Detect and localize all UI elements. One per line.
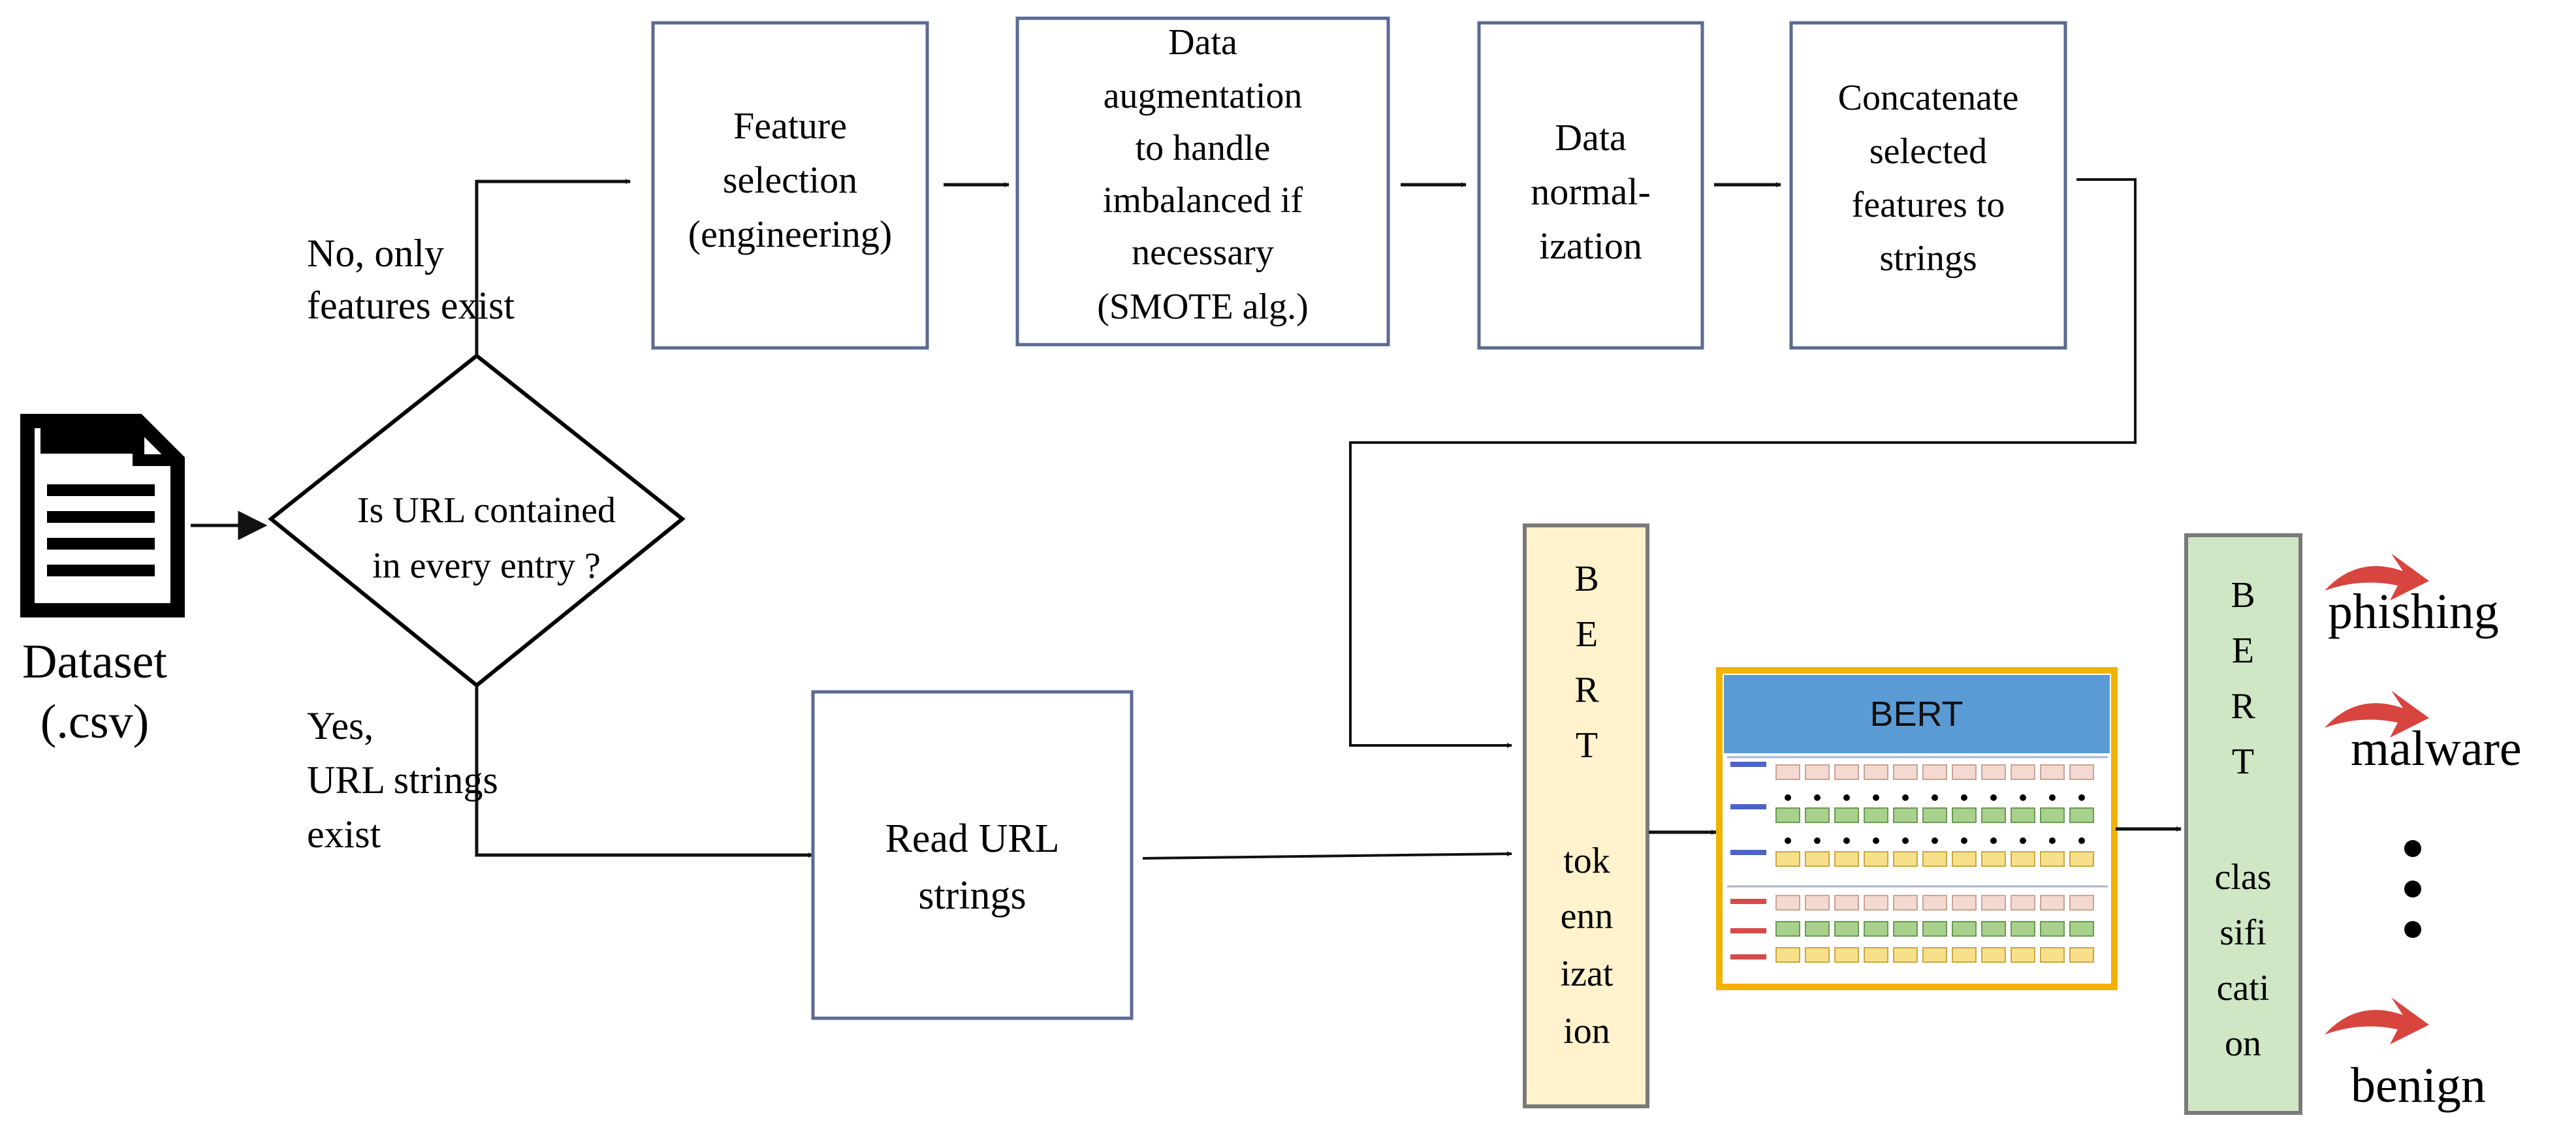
dataset-file-icon bbox=[20, 414, 185, 617]
classification-line1: clas bbox=[2214, 857, 2271, 897]
classification-letter-r: R bbox=[2231, 686, 2255, 726]
curved-arrow-icon bbox=[2325, 691, 2429, 738]
output-malware: malware bbox=[2351, 721, 2522, 776]
augmentation-box bbox=[1015, 16, 1390, 347]
classification-letter-b: B bbox=[2231, 575, 2255, 616]
feature-selection-line2: selection bbox=[723, 159, 857, 201]
concatenate-line3: features to bbox=[1852, 185, 2005, 225]
normalization-line1: Data bbox=[1555, 116, 1627, 159]
bert-model-title: BERT bbox=[1869, 694, 1963, 734]
curved-arrow-icon bbox=[2325, 554, 2429, 601]
read-url-box bbox=[811, 690, 1134, 1020]
branch-yes-line1: Yes, bbox=[307, 704, 374, 747]
concatenate-box bbox=[1789, 21, 2067, 350]
concatenate-line2: selected bbox=[1869, 131, 1987, 172]
bert-tokenization-box bbox=[1523, 523, 1649, 1108]
classification-line2: sifi bbox=[2219, 913, 2266, 953]
tokenization-line2: enn bbox=[1561, 896, 1614, 937]
augmentation-line4: imbalanced if bbox=[1103, 180, 1303, 221]
ellipsis-dots bbox=[2404, 840, 2421, 938]
tokenization-letter-b: B bbox=[1574, 559, 1598, 599]
augmentation-line3: to handle bbox=[1136, 128, 1271, 168]
tokenization-line4: ion bbox=[1563, 1011, 1610, 1052]
decision-text-line2: in every entry ? bbox=[372, 546, 601, 586]
decision-text-line1: Is URL contained bbox=[357, 490, 616, 531]
concatenate-line4: strings bbox=[1879, 238, 1977, 279]
augmentation-line2: augmentation bbox=[1104, 76, 1303, 116]
classification-letter-t: T bbox=[2232, 741, 2254, 782]
curved-arrow-icon bbox=[2325, 997, 2429, 1044]
feature-selection-box bbox=[651, 21, 929, 350]
normalization-line3: ization bbox=[1539, 225, 1642, 267]
read-url-line2: strings bbox=[918, 873, 1026, 918]
dataset-label-line2: (.csv) bbox=[40, 695, 149, 749]
augmentation-line1: Data bbox=[1168, 22, 1237, 63]
tokenization-letter-e: E bbox=[1576, 614, 1598, 655]
output-benign: benign bbox=[2351, 1058, 2486, 1113]
arrow-concatenate-to-tokenization bbox=[1349, 178, 2137, 748]
normalization-box bbox=[1477, 21, 1704, 350]
output-phishing: phishing bbox=[2328, 584, 2499, 639]
feature-selection-line3: (engineering) bbox=[688, 213, 892, 255]
bert-model-box bbox=[1716, 667, 2118, 990]
bert-classification-box bbox=[2184, 533, 2302, 1115]
branch-yes-line3: exist bbox=[307, 813, 381, 856]
classification-letter-e: E bbox=[2232, 631, 2254, 671]
tokenization-line1: tok bbox=[1563, 841, 1610, 881]
bert-embedding-grid bbox=[1727, 756, 2108, 963]
arrow-no-branch bbox=[475, 179, 631, 356]
arrow-yes-branch bbox=[475, 685, 814, 858]
augmentation-line5: necessary bbox=[1132, 232, 1274, 273]
tokenization-letter-t: T bbox=[1576, 725, 1598, 766]
feature-selection-line1: Feature bbox=[733, 104, 847, 147]
tokenization-letter-r: R bbox=[1574, 670, 1599, 710]
dataset-label-line1: Dataset bbox=[22, 635, 167, 689]
classification-line3: cati bbox=[2217, 968, 2270, 1008]
normalization-line2: normal- bbox=[1531, 170, 1651, 213]
concatenate-line1: Concatenate bbox=[1838, 78, 2019, 118]
augmentation-line6: (SMOTE alg.) bbox=[1097, 287, 1309, 327]
branch-yes-line2: URL strings bbox=[307, 758, 498, 802]
classification-line4: on bbox=[2225, 1023, 2261, 1064]
branch-no-line1: No, only bbox=[307, 232, 444, 275]
branch-no-line2: features exist bbox=[307, 284, 515, 327]
arrow-read-url-to-tokenization bbox=[1142, 851, 1512, 860]
tokenization-line3: izat bbox=[1561, 954, 1614, 994]
read-url-line1: Read URL bbox=[885, 817, 1060, 861]
